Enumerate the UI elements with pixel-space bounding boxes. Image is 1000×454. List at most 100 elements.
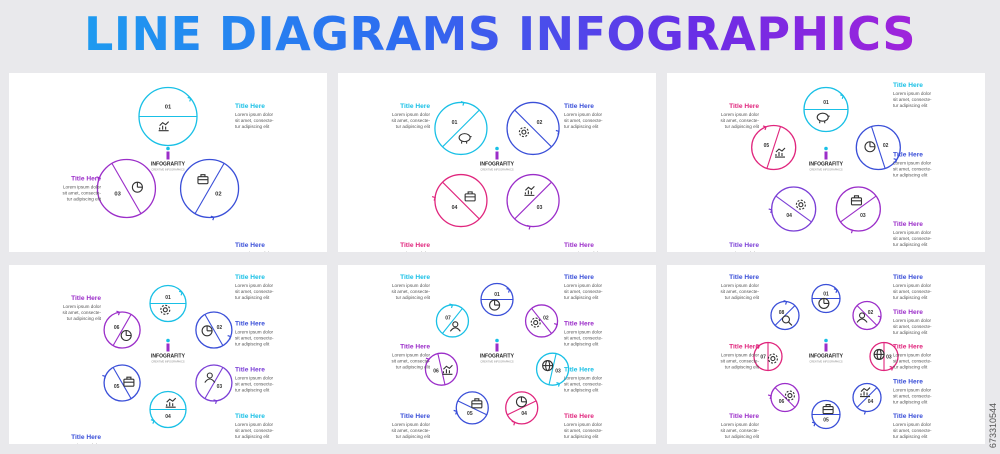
brand-tagline: CREATIVE INFOGRAPHICS xyxy=(151,360,185,364)
brand-tagline: CREATIVE INFOGRAPHICS xyxy=(480,168,514,172)
step-description: sit amet, consecte- xyxy=(720,428,759,433)
arrow-head-icon xyxy=(227,335,232,340)
step-description: tur adipiscing elit xyxy=(67,197,102,202)
step-title: Title Here xyxy=(893,274,923,281)
arrow-head-icon xyxy=(96,176,101,182)
arrow-head-icon xyxy=(833,288,838,293)
step-node: 08 xyxy=(770,300,800,331)
arrow-head-icon xyxy=(893,158,898,163)
step-description: tur adipiscing elit xyxy=(564,341,599,346)
step-description: Lorem ipsum dolor xyxy=(721,353,760,358)
step-node: 02 xyxy=(852,300,882,331)
step-description: tur adipiscing elit xyxy=(893,434,928,439)
arrow-head-icon xyxy=(102,374,107,380)
step-node: 06 xyxy=(103,310,141,349)
step-number: 03 xyxy=(537,205,543,211)
step-number: 04 xyxy=(786,213,792,219)
step-number: 01 xyxy=(452,120,458,126)
step-description: tur adipiscing elit xyxy=(235,434,270,439)
briefcase-icon xyxy=(197,174,209,185)
step-description: tur adipiscing elit xyxy=(235,295,270,300)
step-title: Title Here xyxy=(729,344,759,351)
step-number: 07 xyxy=(760,355,766,361)
step-title: Title Here xyxy=(400,413,430,420)
step-node: 05 xyxy=(811,399,841,430)
step-description: sit amet, consecte- xyxy=(893,393,932,398)
step-node: 01 xyxy=(149,284,187,323)
arrow-head-icon xyxy=(213,399,218,404)
step-number: 05 xyxy=(764,143,770,149)
step-description: sit amet, consecte- xyxy=(893,289,932,294)
step-title: Title Here xyxy=(893,82,923,89)
arrow-head-icon xyxy=(767,394,772,400)
arrow-head-icon xyxy=(460,101,465,106)
step-title: Title Here xyxy=(564,320,594,327)
brand-tagline: CREATIVE INFOGRAPHICS xyxy=(480,360,514,364)
step-description: sit amet, consecte- xyxy=(235,118,274,123)
step-node: 04 xyxy=(505,391,539,426)
step-description: tur adipiscing elit xyxy=(893,399,928,404)
step-description: sit amet, consecte- xyxy=(235,289,274,294)
step-description: Lorem ipsum dolor xyxy=(893,318,932,323)
step-node: 07 xyxy=(435,303,470,338)
arrow-head-icon xyxy=(768,208,773,214)
step-description: sit amet, consecte- xyxy=(564,289,603,294)
step-number: 01 xyxy=(823,292,829,298)
step-node: 04 xyxy=(768,186,817,232)
step-description: sit amet, consecte- xyxy=(391,428,430,433)
step-description: Lorem ipsum dolor xyxy=(392,251,431,252)
step-number: 01 xyxy=(494,292,500,298)
stock-watermark: 673310544 xyxy=(988,402,998,448)
step-description: tur adipiscing elit xyxy=(725,434,760,439)
step-node: 02 xyxy=(506,101,560,156)
step-node: 06 xyxy=(767,382,800,413)
pie-chart-icon xyxy=(489,299,501,311)
step-description: sit amet, consecte- xyxy=(235,428,274,433)
step-description: Lorem ipsum dolor xyxy=(235,376,274,381)
arrow-head-icon xyxy=(449,303,454,309)
chart-icon xyxy=(524,185,535,196)
step-node: 01 xyxy=(803,86,849,133)
step-description: sit amet, consecte- xyxy=(564,335,603,340)
arrow-head-icon xyxy=(425,357,430,363)
step-number: 02 xyxy=(215,192,221,198)
pie-chart-icon xyxy=(515,396,528,408)
step-node: 05 xyxy=(102,364,141,402)
step-node: 04 xyxy=(852,382,882,415)
brand-name: INFOGRAFITY xyxy=(809,162,844,168)
step-description: tur adipiscing elit xyxy=(893,295,928,300)
step-number: 03 xyxy=(555,368,561,374)
user-icon xyxy=(204,372,216,383)
step-description: tur adipiscing elit xyxy=(396,124,431,129)
brand-name: INFOGRAFITY xyxy=(151,354,186,360)
step-description: sit amet, consecte- xyxy=(893,324,932,329)
step-node: 01 xyxy=(434,101,488,156)
chart-icon xyxy=(774,147,786,158)
arrow-head-icon xyxy=(187,96,192,102)
piggy-bank-icon xyxy=(816,112,830,124)
step-description: sit amet, consecte- xyxy=(235,335,274,340)
arrow-head-icon xyxy=(553,322,558,328)
pie-chart-icon xyxy=(131,181,143,193)
step-title: Title Here xyxy=(729,242,759,249)
arrow-head-icon xyxy=(840,94,844,100)
step-title: Title Here xyxy=(564,413,594,420)
step-description: sit amet, consecte- xyxy=(893,428,932,433)
gear-icon xyxy=(784,390,795,401)
